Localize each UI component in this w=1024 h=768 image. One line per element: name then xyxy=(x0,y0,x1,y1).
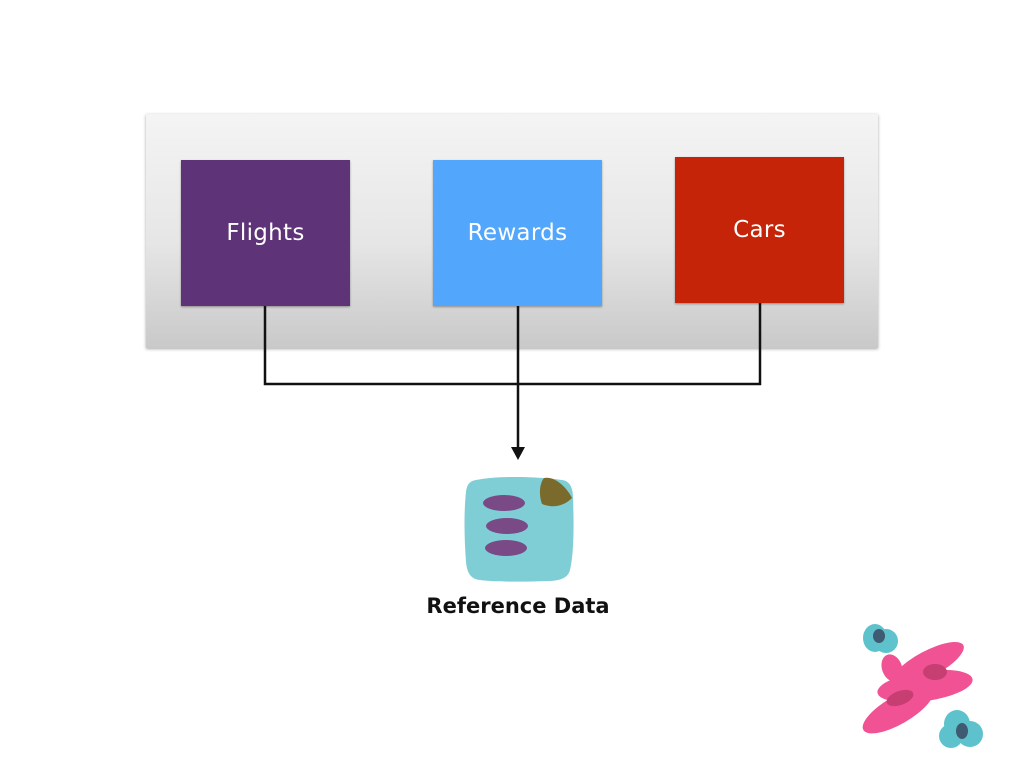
cars-service-box: Cars xyxy=(675,157,844,303)
cars-label: Cars xyxy=(733,217,786,243)
flights-service-box: Flights xyxy=(181,160,350,306)
arrowhead xyxy=(511,447,525,460)
airplane-logo-icon xyxy=(862,624,983,748)
reference-data-icon xyxy=(464,476,574,582)
reference-data-label: Reference Data xyxy=(426,594,610,618)
rewards-service-box: Rewards xyxy=(433,160,602,306)
flights-label: Flights xyxy=(226,220,305,246)
rewards-label: Rewards xyxy=(467,220,568,246)
